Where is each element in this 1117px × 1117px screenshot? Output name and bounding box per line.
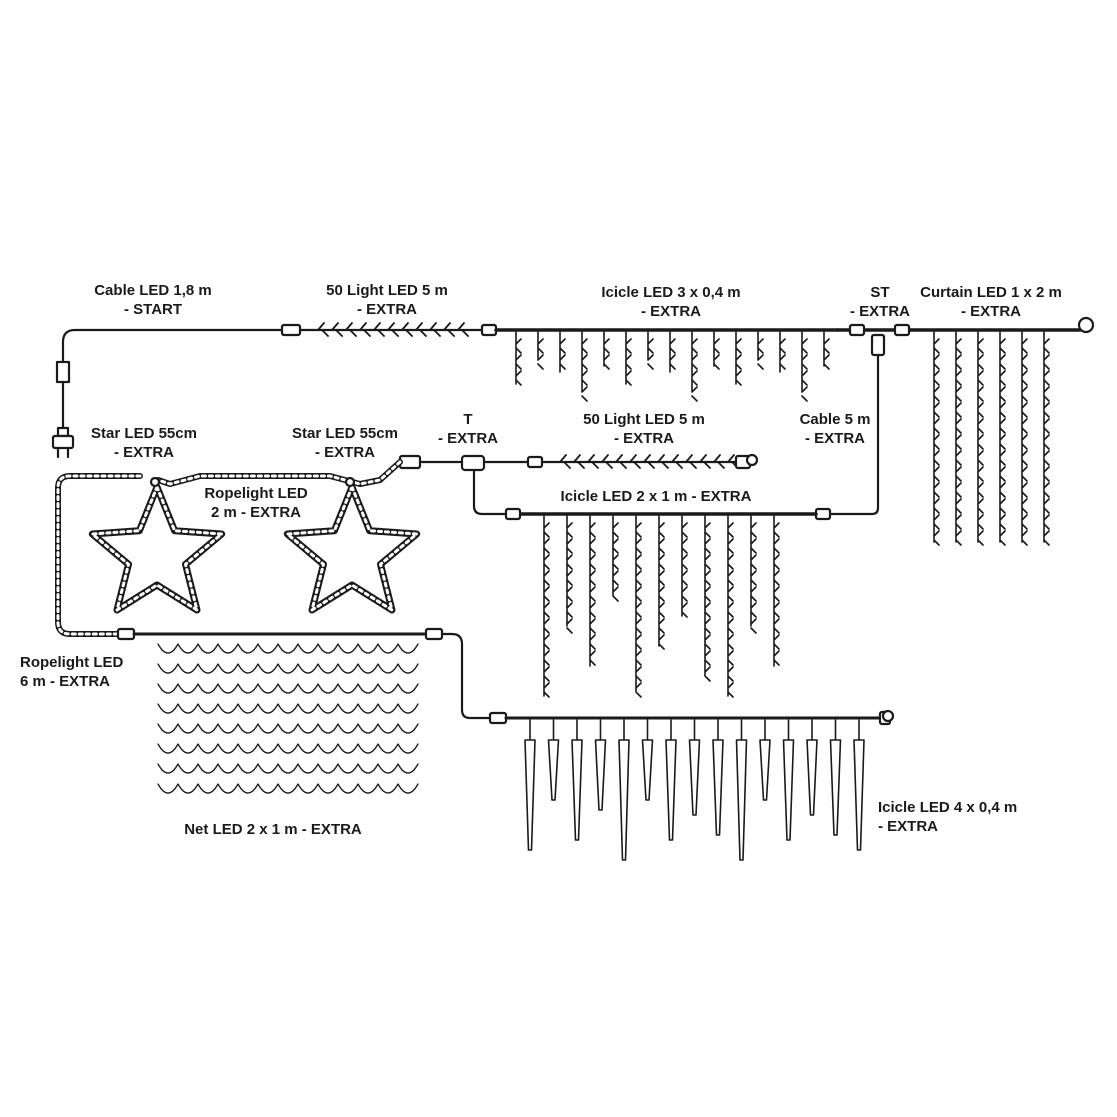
cable-start-wire xyxy=(55,328,284,430)
star-led-1 xyxy=(88,476,226,614)
connector-icon xyxy=(280,323,302,337)
t-connector-icon xyxy=(418,454,544,472)
label-icicle-3x04: Icicle LED 3 x 0,4 m- EXTRA xyxy=(601,284,741,320)
net-led-panel xyxy=(132,627,444,794)
connector-icon xyxy=(480,323,498,337)
cable-5m-wire xyxy=(814,353,880,521)
curtain-led-strip xyxy=(908,316,1095,546)
label-star-2: Star LED 55cm- EXTRA xyxy=(292,425,398,461)
ropelight-6m xyxy=(55,473,143,641)
label-net: Net LED 2 x 1 m - EXTRA xyxy=(184,821,362,838)
label-curtain: Curtain LED 1 x 2 m- EXTRA xyxy=(920,284,1062,320)
st-connector-icon xyxy=(836,323,912,357)
power-plug-icon xyxy=(51,426,75,459)
label-icicle-2x1: Icicle LED 2 x 1 m - EXTRA xyxy=(560,488,752,505)
label-cable-start: Cable LED 1,8 m- START xyxy=(94,282,212,318)
label-cable-5m: Cable 5 m- EXTRA xyxy=(799,411,871,447)
label-icicle-4x04: Icicle LED 4 x 0,4 m- EXTRA xyxy=(878,799,1018,835)
ropelight-2m xyxy=(155,459,403,487)
label-50-light-top: 50 Light LED 5 m- EXTRA xyxy=(326,282,448,318)
string-light-top xyxy=(298,322,484,337)
string-light-mid xyxy=(540,453,759,470)
star-led-2 xyxy=(283,476,421,614)
label-st: ST- EXTRA xyxy=(850,284,910,320)
icicle-3x04-strip xyxy=(494,328,840,402)
label-star-1: Star LED 55cm- EXTRA xyxy=(91,425,197,461)
label-50-light-mid: 50 Light LED 5 m- EXTRA xyxy=(583,411,705,447)
icicle-4x04-strip xyxy=(440,632,895,861)
icicle-2x1-strip xyxy=(472,468,818,698)
label-t: T- EXTRA xyxy=(438,411,498,447)
